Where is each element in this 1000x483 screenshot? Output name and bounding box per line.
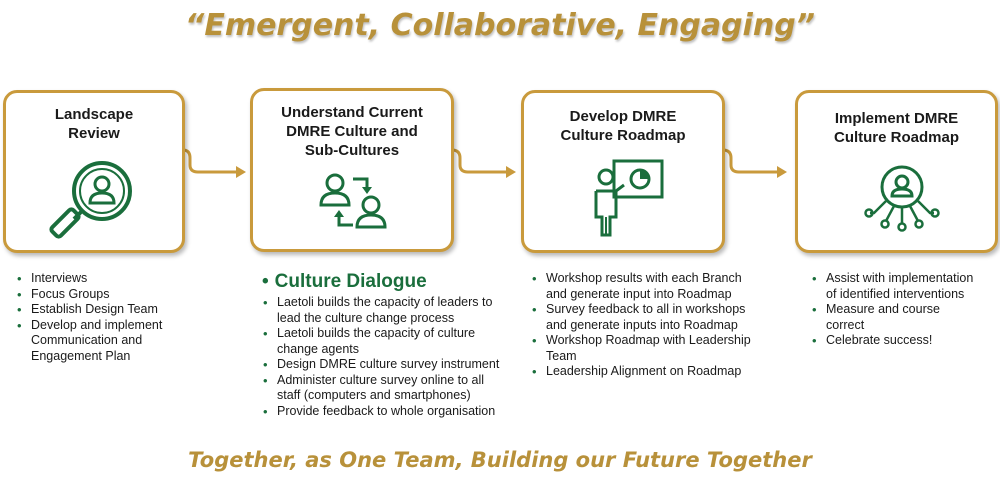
list-item: Laetoli builds the capacity of culture c… (260, 326, 520, 357)
list-item: Workshop Roadmap with Leadership Team (529, 333, 779, 364)
list-item: Design DMRE culture survey instrument (260, 357, 520, 373)
arrowhead-2-3 (506, 166, 516, 178)
arrowhead-1-2 (236, 166, 246, 178)
list-item: Interviews (14, 271, 214, 287)
list-item: Focus Groups (14, 287, 214, 303)
presenter-board-icon (594, 159, 664, 237)
step-box-landscape-review: Landscape Review (3, 90, 185, 253)
list-item: Establish Design Team (14, 302, 214, 318)
list-item: Celebrate success! (809, 333, 999, 349)
list-item: Develop and implement Communication and … (14, 318, 214, 365)
step-2-title: Understand Current DMRE Culture and Sub-… (281, 104, 423, 159)
step-1-bullets: Interviews Focus Groups Establish Design… (14, 271, 214, 364)
slide-footer-tagline: Together, as One Team, Building our Futu… (188, 448, 812, 472)
list-item: Measure and course correct (809, 302, 999, 333)
slide-title: “Emergent, Collaborative, Engaging” (185, 8, 815, 43)
person-network-icon (864, 165, 940, 232)
list-item: Laetoli builds the capacity of leaders t… (260, 295, 520, 326)
connector-1-2 (182, 148, 236, 174)
step-4-bullets: Assist with implementation of identified… (809, 271, 999, 349)
step-4-title: Implement DMRE Culture Roadmap (833, 110, 959, 146)
list-item: Administer culture survey online to all … (260, 373, 520, 404)
culture-dialogue-heading: •Culture Dialogue (262, 271, 427, 292)
step-3-title: Develop DMRE Culture Roadmap (560, 108, 686, 144)
people-exchange-icon (319, 173, 387, 229)
step-3-bullets: Workshop results with each Branch and ge… (529, 271, 779, 380)
step-box-understand-culture: Understand Current DMRE Culture and Sub-… (250, 88, 454, 252)
connector-2-3 (451, 148, 506, 174)
step-box-develop-roadmap: Develop DMRE Culture Roadmap (521, 90, 725, 253)
list-item: Leadership Alignment on Roadmap (529, 364, 779, 380)
magnifier-person-icon (49, 161, 132, 239)
arrowhead-3-4 (777, 166, 787, 178)
connector-3-4 (722, 148, 777, 174)
list-item: Workshop results with each Branch and ge… (529, 271, 779, 302)
list-item: Provide feedback to whole organisation (260, 404, 520, 420)
list-item: Survey feedback to all in workshops and … (529, 302, 779, 333)
step-box-implement-roadmap: Implement DMRE Culture Roadmap (795, 90, 998, 253)
list-item: Assist with implementation of identified… (809, 271, 999, 302)
step-2-bullets: Laetoli builds the capacity of leaders t… (260, 295, 520, 419)
step-1-title: Landscape Review (54, 106, 134, 142)
